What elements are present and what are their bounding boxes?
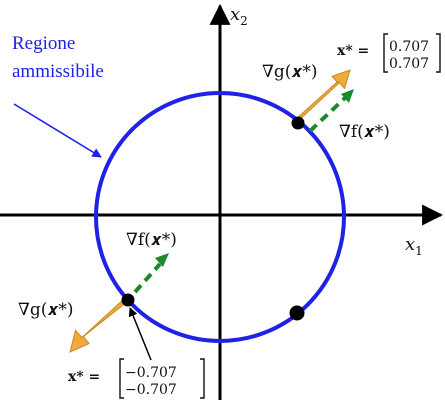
upper-optimum-point <box>291 116 305 130</box>
upper-grad-g-arrow <box>295 69 351 123</box>
region-pointer-arrow <box>13 103 102 158</box>
x2-axis-label: x2 <box>230 4 248 28</box>
lower-x-star-vector: x* = −0.707 −0.707 <box>68 358 205 399</box>
svg-text:0.707: 0.707 <box>389 56 429 72</box>
upper-grad-g-label: ∇g(𝒙*) <box>262 62 317 82</box>
svg-text:x* =: x* = <box>337 43 369 59</box>
lower-grad-f-arrow <box>133 253 169 294</box>
svg-text:−0.707: −0.707 <box>125 365 177 381</box>
upper-grad-f-arrow <box>308 89 354 133</box>
upper-x-star-vector: x* = 0.707 0.707 <box>337 33 441 73</box>
upper-grad-f-label: ∇f(𝒙*) <box>339 122 390 142</box>
lower-right-point <box>289 305 305 321</box>
region-label-line2: ammissibile <box>12 61 104 82</box>
lower-grad-g-arrow <box>69 297 129 353</box>
lower-grad-g-label: ∇g(𝒙*) <box>18 300 73 320</box>
region-label-line1: Regione <box>12 33 75 54</box>
x1-axis-label: x1 <box>405 234 423 258</box>
lower-x-star-pointer <box>128 307 152 361</box>
lower-optimum-point <box>121 293 135 307</box>
svg-text:x* =: x* = <box>68 369 100 385</box>
feasible-region-circle <box>94 91 346 343</box>
svg-text:0.707: 0.707 <box>389 39 429 55</box>
lower-grad-f-label: ∇f(𝒙*) <box>126 230 177 250</box>
svg-text:−0.707: −0.707 <box>125 382 177 398</box>
